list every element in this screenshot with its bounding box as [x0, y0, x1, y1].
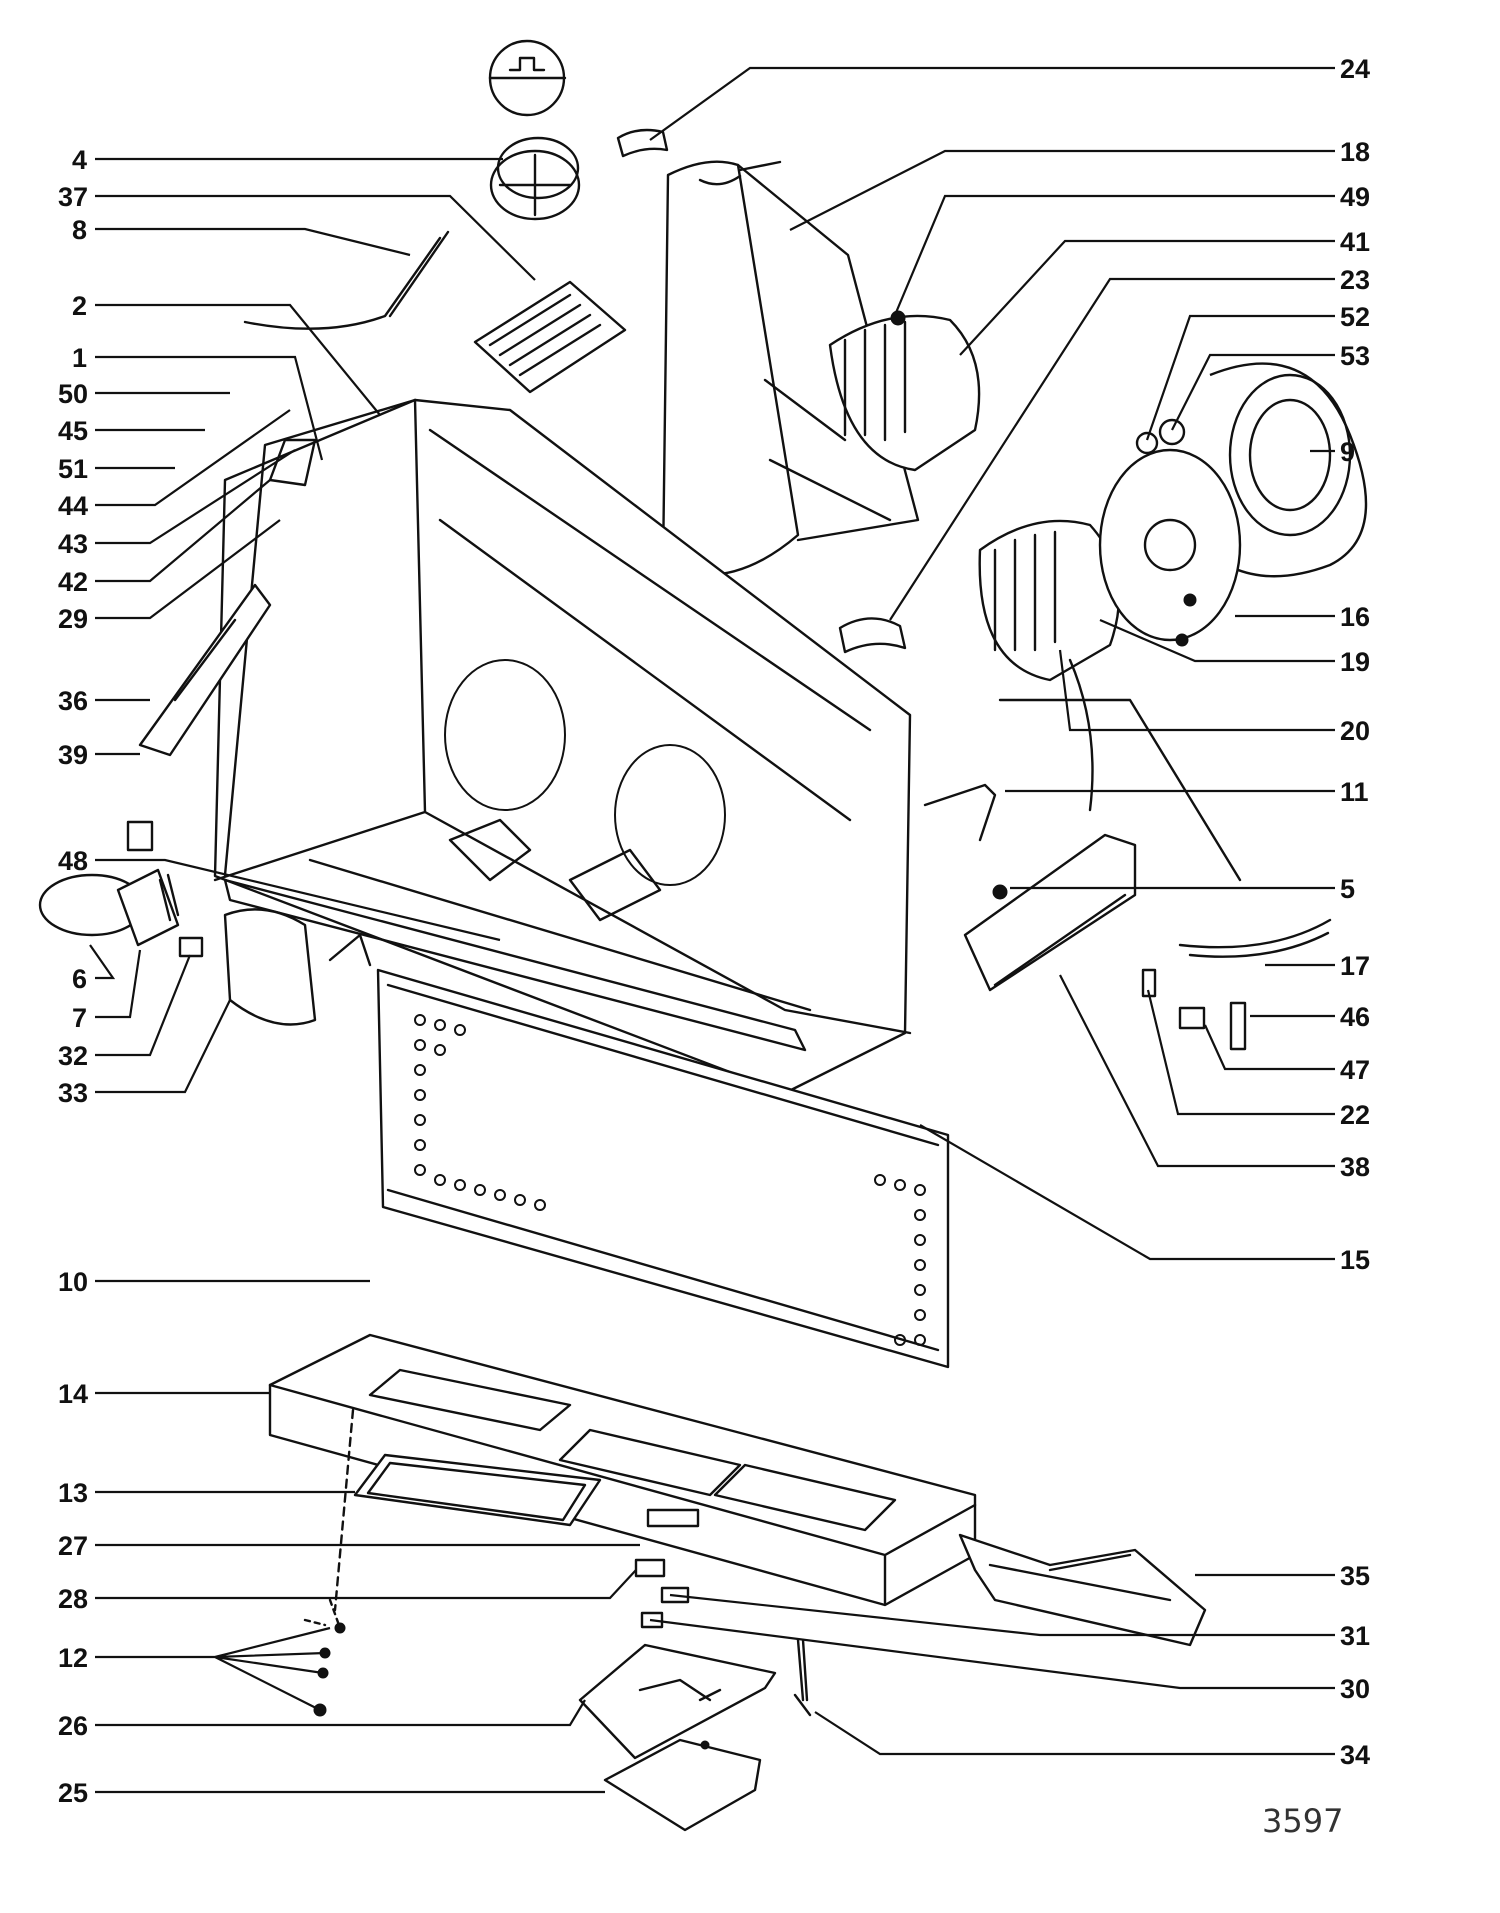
callout-52: 52	[1340, 302, 1370, 332]
callout-31: 31	[1340, 1621, 1370, 1651]
callout-51: 51	[58, 454, 88, 484]
part-cover-plate	[603, 1738, 762, 1832]
callout-27: 27	[58, 1531, 88, 1561]
callout-38: 38	[1340, 1152, 1370, 1182]
part-filter-panel	[376, 968, 950, 1369]
part-block-47	[1178, 1006, 1206, 1030]
callout-43: 43	[58, 529, 88, 559]
callout-46: 46	[1340, 1002, 1370, 1032]
part-cap-bracket	[488, 39, 567, 117]
callout-34: 34	[1340, 1740, 1370, 1770]
callout-6: 6	[72, 964, 87, 994]
callout-26: 26	[58, 1711, 88, 1741]
callout-53: 53	[1340, 341, 1370, 371]
part-drawings	[38, 39, 1368, 1832]
part-fan-cover	[1199, 362, 1368, 578]
callout-11: 11	[1340, 777, 1369, 807]
callout-24: 24	[1340, 54, 1370, 84]
part-control-bracket	[958, 1533, 1207, 1647]
part-left-side-panel	[138, 438, 317, 757]
callout-20: 20	[1340, 716, 1370, 746]
callout-45: 45	[58, 416, 88, 446]
part-motor-plate	[1098, 448, 1242, 647]
callout-8: 8	[72, 215, 87, 245]
callout-35: 35	[1340, 1561, 1370, 1591]
leader-lines	[89, 66, 1335, 1794]
part-lamp	[38, 868, 180, 947]
callout-14: 14	[58, 1379, 88, 1409]
callout-39: 39	[58, 740, 88, 770]
part-round-spigot	[489, 136, 581, 221]
part-grille	[473, 280, 627, 394]
part-hood-body	[213, 398, 912, 1095]
callout-16: 16	[1340, 602, 1370, 632]
callout-32: 32	[58, 1041, 88, 1071]
alignment-line	[333, 1408, 355, 1612]
callout-29: 29	[58, 604, 88, 634]
callout-1: 1	[72, 343, 87, 373]
part-motor-housing	[828, 310, 981, 472]
part-control-board	[578, 1643, 777, 1760]
callout-18: 18	[1340, 137, 1370, 167]
part-wire-bracket	[923, 783, 997, 842]
part-clip-48	[126, 820, 154, 852]
callout-22: 22	[1340, 1100, 1370, 1130]
callout-10: 10	[58, 1267, 88, 1297]
part-screw	[992, 884, 1008, 900]
callout-28: 28	[58, 1584, 88, 1614]
callout-36: 36	[58, 686, 88, 716]
callout-50: 50	[58, 379, 88, 409]
part-motor-housing-lower	[978, 519, 1242, 882]
callout-44: 44	[58, 491, 88, 521]
callout-49: 49	[1340, 182, 1370, 212]
callout-4: 4	[72, 145, 87, 175]
callout-19: 19	[1340, 647, 1370, 677]
callout-5: 5	[1340, 874, 1355, 904]
callout-41: 41	[1340, 227, 1370, 257]
callout-37: 37	[58, 182, 88, 212]
filter-perforations	[414, 1014, 926, 1346]
callout-48: 48	[58, 846, 88, 876]
callout-2: 2	[72, 291, 87, 321]
part-curved-rail	[1178, 918, 1332, 958]
callout-25: 25	[58, 1778, 88, 1808]
part-switch-28	[634, 1558, 666, 1578]
callout-30: 30	[1340, 1674, 1370, 1704]
part-terminal-block	[646, 1508, 700, 1528]
part-hinge-clip	[838, 617, 907, 654]
callout-33: 33	[58, 1078, 88, 1108]
callout-42: 42	[58, 567, 88, 597]
callout-9: 9	[1340, 437, 1355, 467]
drawing-reference-number: 3597	[1262, 1802, 1343, 1840]
callout-7: 7	[72, 1003, 87, 1033]
callout-13: 13	[58, 1478, 88, 1508]
part-side-bracket	[963, 833, 1137, 992]
part-lamp-housing	[178, 908, 372, 1026]
part-cable	[793, 1638, 812, 1717]
part-clip-46	[1229, 1001, 1247, 1051]
callout-12: 12	[58, 1643, 88, 1673]
part-knobs	[1135, 418, 1186, 455]
part-glass-panel	[353, 1453, 602, 1527]
callout-17: 17	[1340, 951, 1370, 981]
callout-15: 15	[1340, 1245, 1370, 1275]
callout-47: 47	[1340, 1055, 1370, 1085]
part-screws-12	[303, 1598, 346, 1717]
callout-23: 23	[1340, 265, 1370, 295]
callout-labels: 24 4 18 37 49 8 41 23 2 52 1 53 50 45 9 …	[58, 54, 1370, 1840]
part-curved-strip	[243, 230, 450, 330]
